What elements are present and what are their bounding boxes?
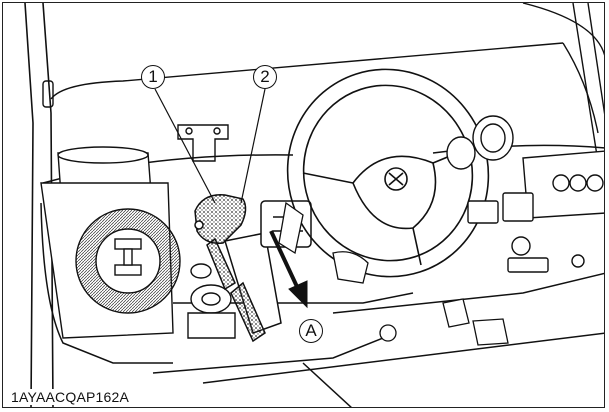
callout-1: 1 bbox=[141, 65, 165, 89]
steering-wheel bbox=[286, 68, 490, 278]
lever-knob bbox=[194, 194, 247, 291]
right-panel bbox=[467, 150, 604, 273]
leader-lines bbox=[154, 88, 266, 204]
lower-left-controls bbox=[187, 263, 236, 339]
cab-interior-drawing bbox=[24, 3, 604, 407]
instrument-cluster bbox=[446, 115, 514, 170]
dashboard bbox=[40, 144, 604, 407]
center-parts bbox=[278, 201, 509, 346]
top-bracket bbox=[177, 124, 229, 162]
left-vent bbox=[40, 146, 181, 339]
technical-illustration: 1 2 A 1AYAACQAP162A bbox=[2, 2, 605, 408]
direction-arrow bbox=[269, 230, 308, 309]
callout-a: A bbox=[299, 319, 323, 343]
callout-2: 2 bbox=[253, 65, 277, 89]
figure-code: 1AYAACQAP162A bbox=[9, 389, 132, 405]
